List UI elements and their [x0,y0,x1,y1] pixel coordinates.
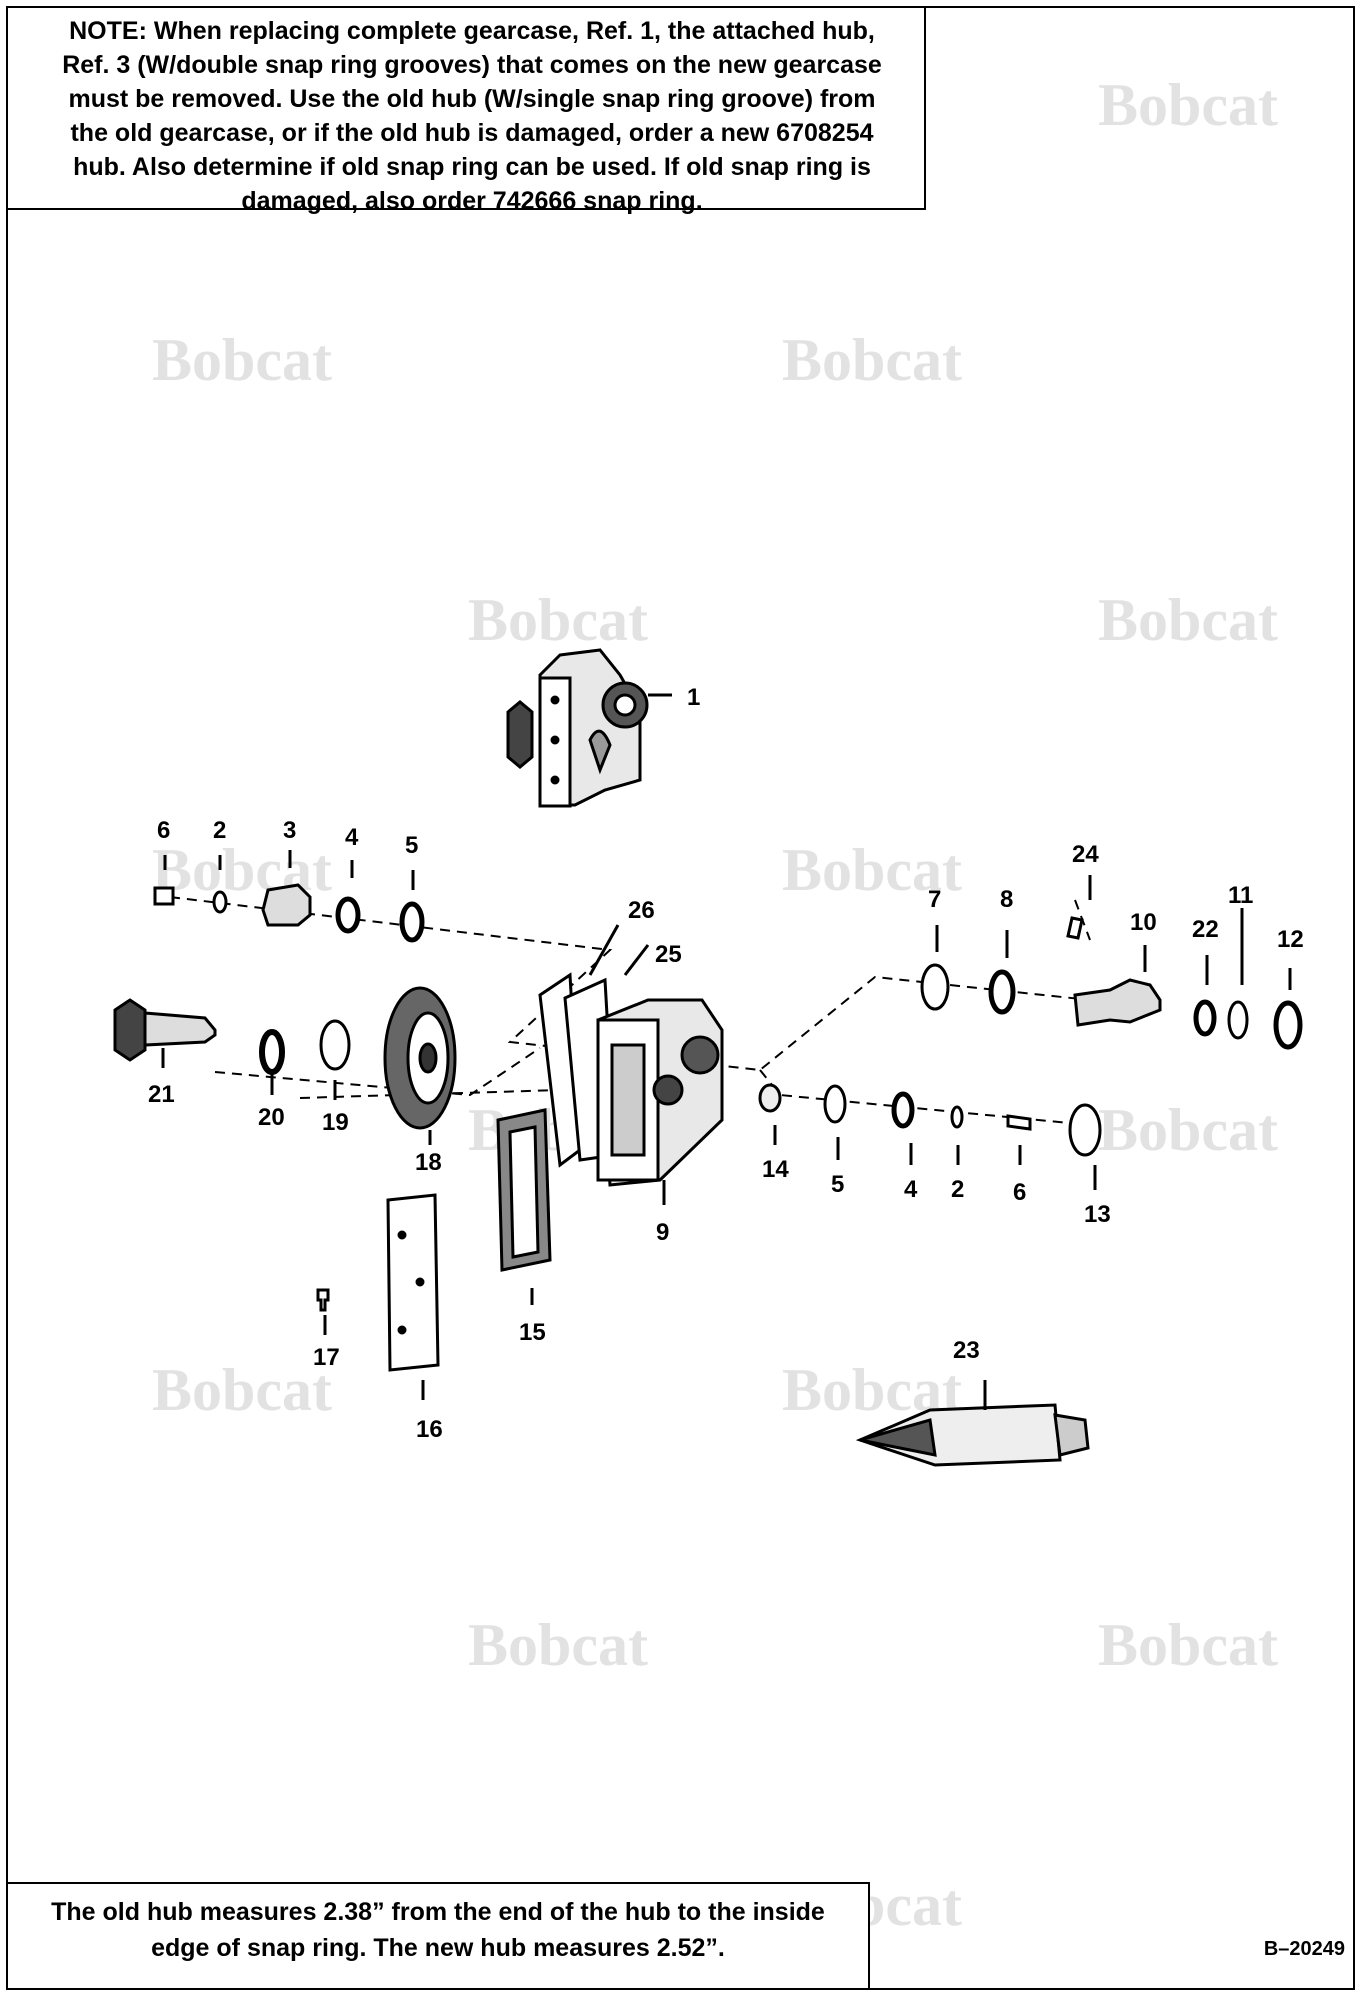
callout-22: 22 [1192,916,1219,943]
callout-19: 19 [322,1109,349,1136]
note-line: must be removed. Use the old hub (W/sing… [68,85,876,113]
right-side-parts [920,916,1303,1050]
callout-23: 23 [953,1337,980,1364]
callout-12: 12 [1277,926,1304,953]
callout-3: 3 [283,817,296,844]
callout-13: 13 [1084,1201,1111,1228]
note-box: NOTE: When replacing complete gearcase, … [8,8,926,215]
callout-9: 9 [656,1219,669,1246]
gearcase-assembly [506,648,649,808]
watermark: Bobcat [468,1612,648,1678]
note-line: Ref. 3 (W/double snap ring grooves) that… [62,51,882,79]
footnote-line: The old hub measures 2.38” from the end … [51,1898,825,1926]
note-line: damaged, also order 742666 snap ring. [241,187,703,215]
callout-5: 5 [405,832,418,859]
watermark: Bobcat [782,837,962,903]
callout-18: 18 [415,1149,442,1176]
callout-17: 17 [313,1344,340,1371]
callout-24: 24 [1072,841,1099,868]
callout-5: 5 [831,1171,844,1198]
lower-row-parts [758,1083,1102,1157]
note-text: NOTE: When replacing complete gearcase, … [30,14,914,218]
cover-plates [316,1108,552,1372]
note-line: When replacing complete gearcase, Ref. 1… [146,17,875,45]
watermark: Bobcat [1098,1097,1278,1163]
callout-25: 25 [655,941,682,968]
callout-10: 10 [1130,909,1157,936]
watermark: Bobcat [1098,587,1278,653]
watermark: Bobcat [782,327,962,393]
diagram-frame [6,6,1355,1990]
watermark: Bobcat [468,587,648,653]
callout-6: 6 [157,817,170,844]
callout-4: 4 [904,1176,918,1203]
watermark: Bobcat [1098,72,1278,138]
watermark: Bobcat [152,327,332,393]
footnote-box: The old hub measures 2.38” from the end … [8,1882,870,1988]
note-line: hub. Also determine if old snap ring can… [73,153,871,181]
callout-labels: 1 6 2 3 4 5 26 25 7 8 24 10 22 11 12 21 … [148,684,1304,1443]
grease-tube [855,1403,1090,1467]
leader-lines [161,693,1292,1410]
callout-8: 8 [1000,886,1013,913]
callout-21: 21 [148,1081,175,1108]
footnote-line: edge of snap ring. The new hub measures … [151,1934,725,1962]
figure-code: B–20249 [1263,1938,1345,1960]
footnote-text: The old hub measures 2.38” from the end … [20,1894,856,1966]
callout-14: 14 [762,1156,789,1183]
callout-16: 16 [416,1416,443,1443]
callout-15: 15 [519,1319,546,1346]
note-line: the old gearcase, or if the old hub is d… [70,119,874,147]
callout-20: 20 [258,1104,285,1131]
watermark: Bobcat [1098,1612,1278,1678]
callout-2: 2 [213,817,226,844]
watermark: Bobcat [152,1357,332,1423]
callout-2: 2 [951,1176,964,1203]
top-row-parts [153,883,425,943]
callout-6: 6 [1013,1179,1026,1206]
callout-4: 4 [345,824,359,851]
callout-1: 1 [687,684,700,711]
gearcase-housing [538,972,724,1187]
drive-parts [113,986,457,1130]
callout-7: 7 [928,886,941,913]
callout-26: 26 [628,897,655,924]
note-label: NOTE: [69,17,147,45]
callout-11: 11 [1228,882,1253,909]
